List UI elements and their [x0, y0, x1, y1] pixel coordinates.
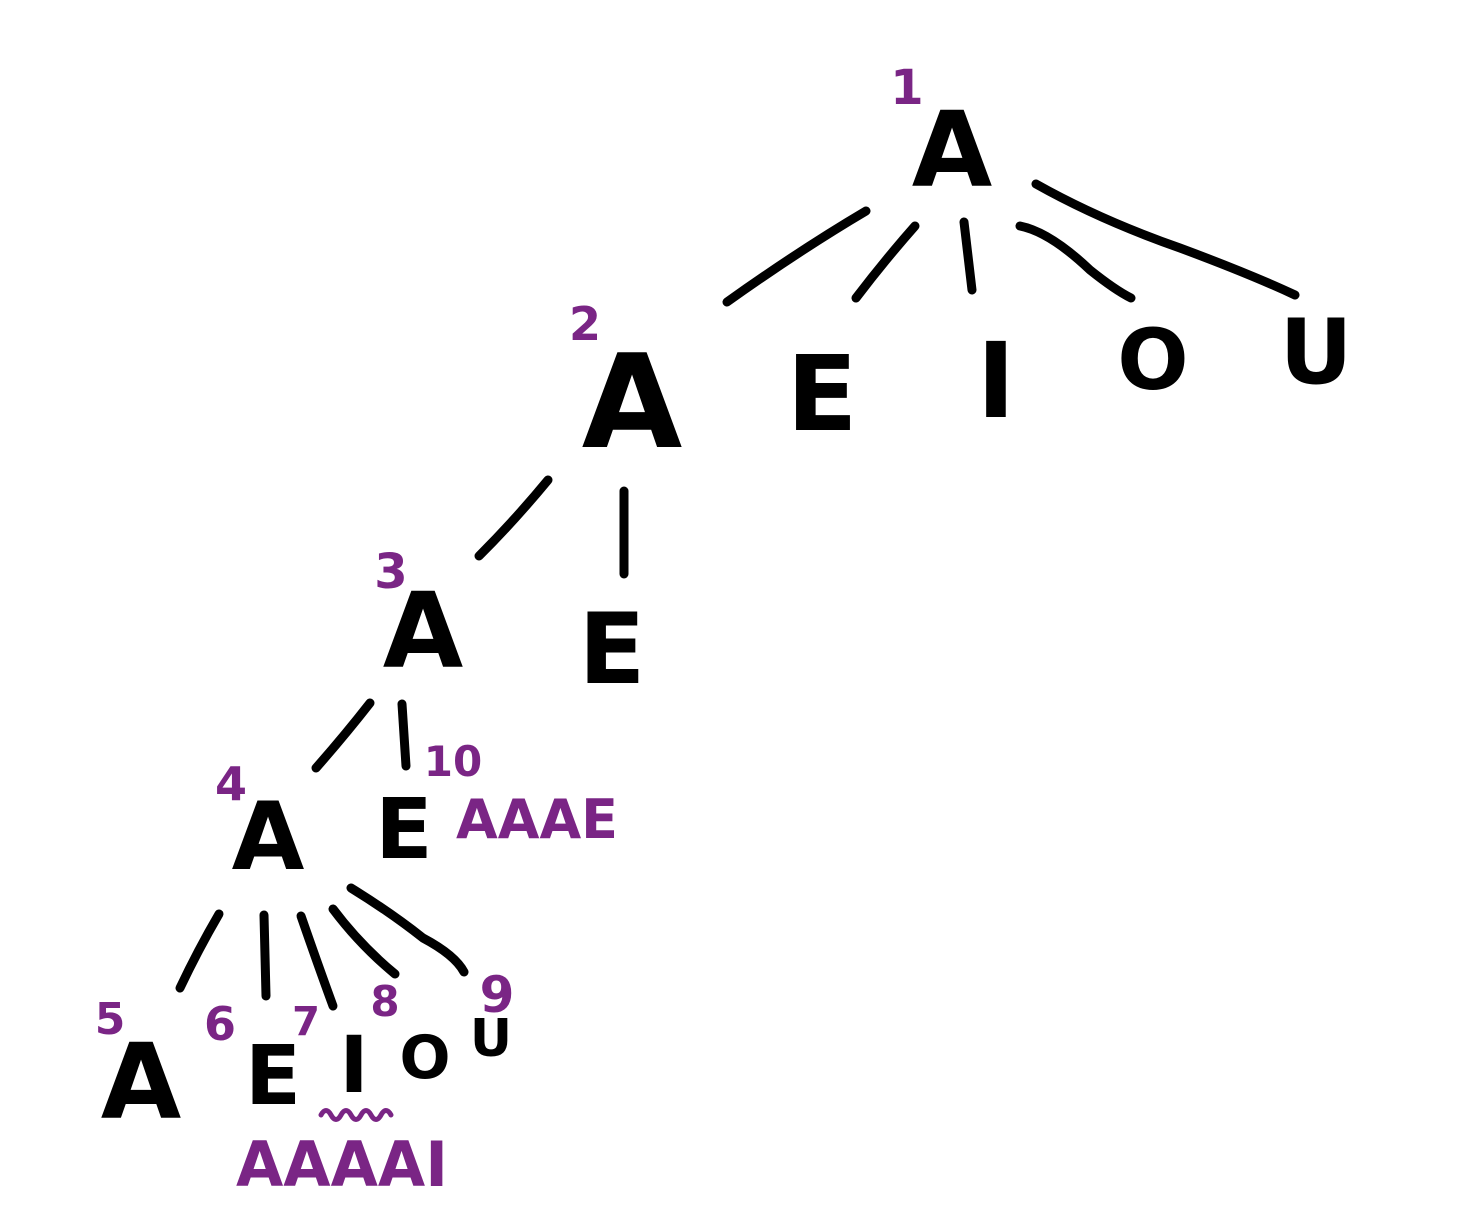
- edge-root-to-u: [1031, 179, 1300, 300]
- order-label-9: 9: [480, 966, 515, 1024]
- squiggle-underline: [318, 1108, 394, 1122]
- edge-root-to-o: [1015, 221, 1136, 303]
- edge-a4-to-o8: [328, 904, 400, 979]
- order-label-10: 10: [424, 737, 482, 786]
- node-l3-a: A: [232, 783, 305, 892]
- node-l3-e: E: [375, 780, 432, 878]
- edges-level1: [474, 475, 629, 579]
- edge-a4-to-e6: [259, 910, 271, 1001]
- edges-level2: [311, 698, 411, 773]
- node-root-a: A: [912, 89, 993, 211]
- edge-a3-to-e: [397, 699, 411, 771]
- order-label-6: 6: [204, 997, 236, 1051]
- order-numbers: 1 2 3 4 10 5 6 7 8 9: [95, 60, 924, 1051]
- edge-root-to-i: [959, 217, 977, 295]
- edge-a4-to-u9: [346, 883, 469, 977]
- word-aaae: AAAE: [456, 788, 618, 851]
- edge-a2-to-a3: [474, 475, 553, 561]
- order-label-4: 4: [215, 757, 247, 811]
- node-l2-a: A: [383, 570, 464, 692]
- word-annotations: AAAE AAAAI: [236, 788, 618, 1201]
- node-l1-o: O: [1117, 311, 1188, 409]
- order-label-3: 3: [374, 544, 407, 600]
- order-label-1: 1: [890, 60, 923, 116]
- edge-a4-to-a5: [175, 909, 224, 993]
- node-l4-o: O: [399, 1023, 450, 1093]
- node-l1-u: U: [1279, 300, 1352, 405]
- edge-a4-to-i7: [296, 911, 338, 1011]
- node-l4-i: I: [339, 1021, 368, 1111]
- node-l1-a: A: [582, 326, 683, 478]
- node-l1-e: E: [786, 333, 857, 455]
- order-label-7: 7: [292, 999, 320, 1045]
- node-l1-i: I: [977, 320, 1016, 442]
- edge-a3-to-a4: [311, 698, 375, 773]
- node-l2-e: E: [579, 593, 646, 707]
- word-aaaai: AAAAI: [236, 1128, 448, 1201]
- edge-root-to-e: [851, 221, 920, 303]
- node-l4-u: U: [470, 1009, 512, 1069]
- order-label-2: 2: [569, 297, 601, 351]
- edges-root: [722, 179, 1300, 307]
- edges-level3: [175, 883, 469, 1011]
- nodes: A A E I O U A E A E A E I O U: [101, 89, 1353, 1143]
- order-label-8: 8: [370, 977, 399, 1026]
- edge-root-to-a: [722, 206, 871, 307]
- order-label-5: 5: [95, 994, 126, 1045]
- node-l4-e: E: [245, 1029, 301, 1124]
- node-l4-a: A: [101, 1021, 182, 1143]
